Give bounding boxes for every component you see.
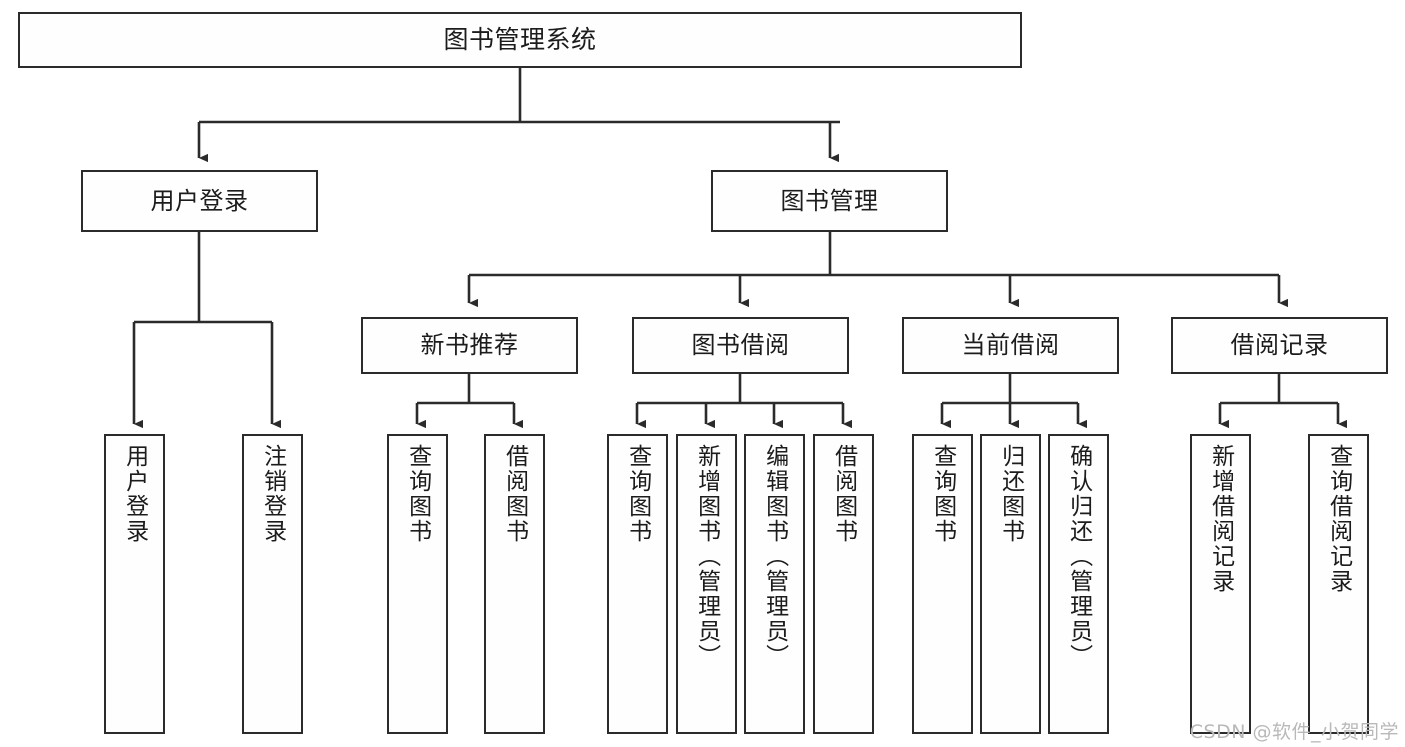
node-user-login[interactable]: 用户登录 (81, 170, 318, 232)
node-label: 用户登录 (150, 186, 249, 215)
node-leaf-query-book-1[interactable]: 查询图书 (387, 434, 448, 734)
node-label: 图书借阅 (691, 331, 790, 360)
node-label: 查询图书 (404, 444, 431, 544)
node-leaf-borrow-book-2[interactable]: 借阅图书 (813, 434, 874, 734)
node-book-borrow[interactable]: 图书借阅 (632, 317, 849, 374)
node-new-book-recommend[interactable]: 新书推荐 (361, 317, 578, 374)
node-leaf-logout[interactable]: 注销登录 (242, 434, 303, 734)
node-label: 新增借阅记录 (1207, 444, 1234, 594)
node-label: 注销登录 (259, 444, 286, 544)
node-leaf-add-book[interactable]: 新增图书（管理员） (676, 434, 737, 734)
node-label: 图书管理系统 (443, 25, 597, 54)
csdn-watermark: CSDN @软件_小贺同学 (1189, 721, 1399, 743)
node-label: 新增图书（管理员） (693, 444, 720, 669)
node-leaf-return-book[interactable]: 归还图书 (980, 434, 1041, 734)
node-label: 确认归还（管理员） (1065, 444, 1092, 669)
node-label: 借阅记录 (1230, 331, 1329, 360)
node-label: 借阅图书 (501, 444, 528, 544)
node-label: 新书推荐 (420, 331, 519, 360)
node-label: 图书管理 (780, 186, 879, 215)
node-leaf-confirm-return[interactable]: 确认归还（管理员） (1048, 434, 1109, 734)
node-leaf-add-record[interactable]: 新增借阅记录 (1190, 434, 1251, 734)
node-current-borrow[interactable]: 当前借阅 (902, 317, 1119, 374)
node-label: 归还图书 (997, 444, 1024, 544)
node-borrow-record[interactable]: 借阅记录 (1171, 317, 1388, 374)
node-label: 编辑图书（管理员） (761, 444, 788, 669)
node-book-management[interactable]: 图书管理 (711, 170, 948, 232)
node-leaf-query-record[interactable]: 查询借阅记录 (1308, 434, 1369, 734)
node-label: 查询图书 (624, 444, 651, 544)
node-label: 查询图书 (929, 444, 956, 544)
node-label: 查询借阅记录 (1325, 444, 1352, 594)
node-leaf-query-book-2[interactable]: 查询图书 (607, 434, 668, 734)
node-leaf-borrow-book-1[interactable]: 借阅图书 (484, 434, 545, 734)
node-leaf-edit-book[interactable]: 编辑图书（管理员） (744, 434, 805, 734)
node-label: 借阅图书 (830, 444, 857, 544)
node-label: 当前借阅 (961, 331, 1060, 360)
node-label: 用户登录 (121, 444, 148, 544)
node-leaf-query-book-3[interactable]: 查询图书 (912, 434, 973, 734)
node-leaf-user-login[interactable]: 用户登录 (104, 434, 165, 734)
node-root-system[interactable]: 图书管理系统 (18, 12, 1022, 68)
